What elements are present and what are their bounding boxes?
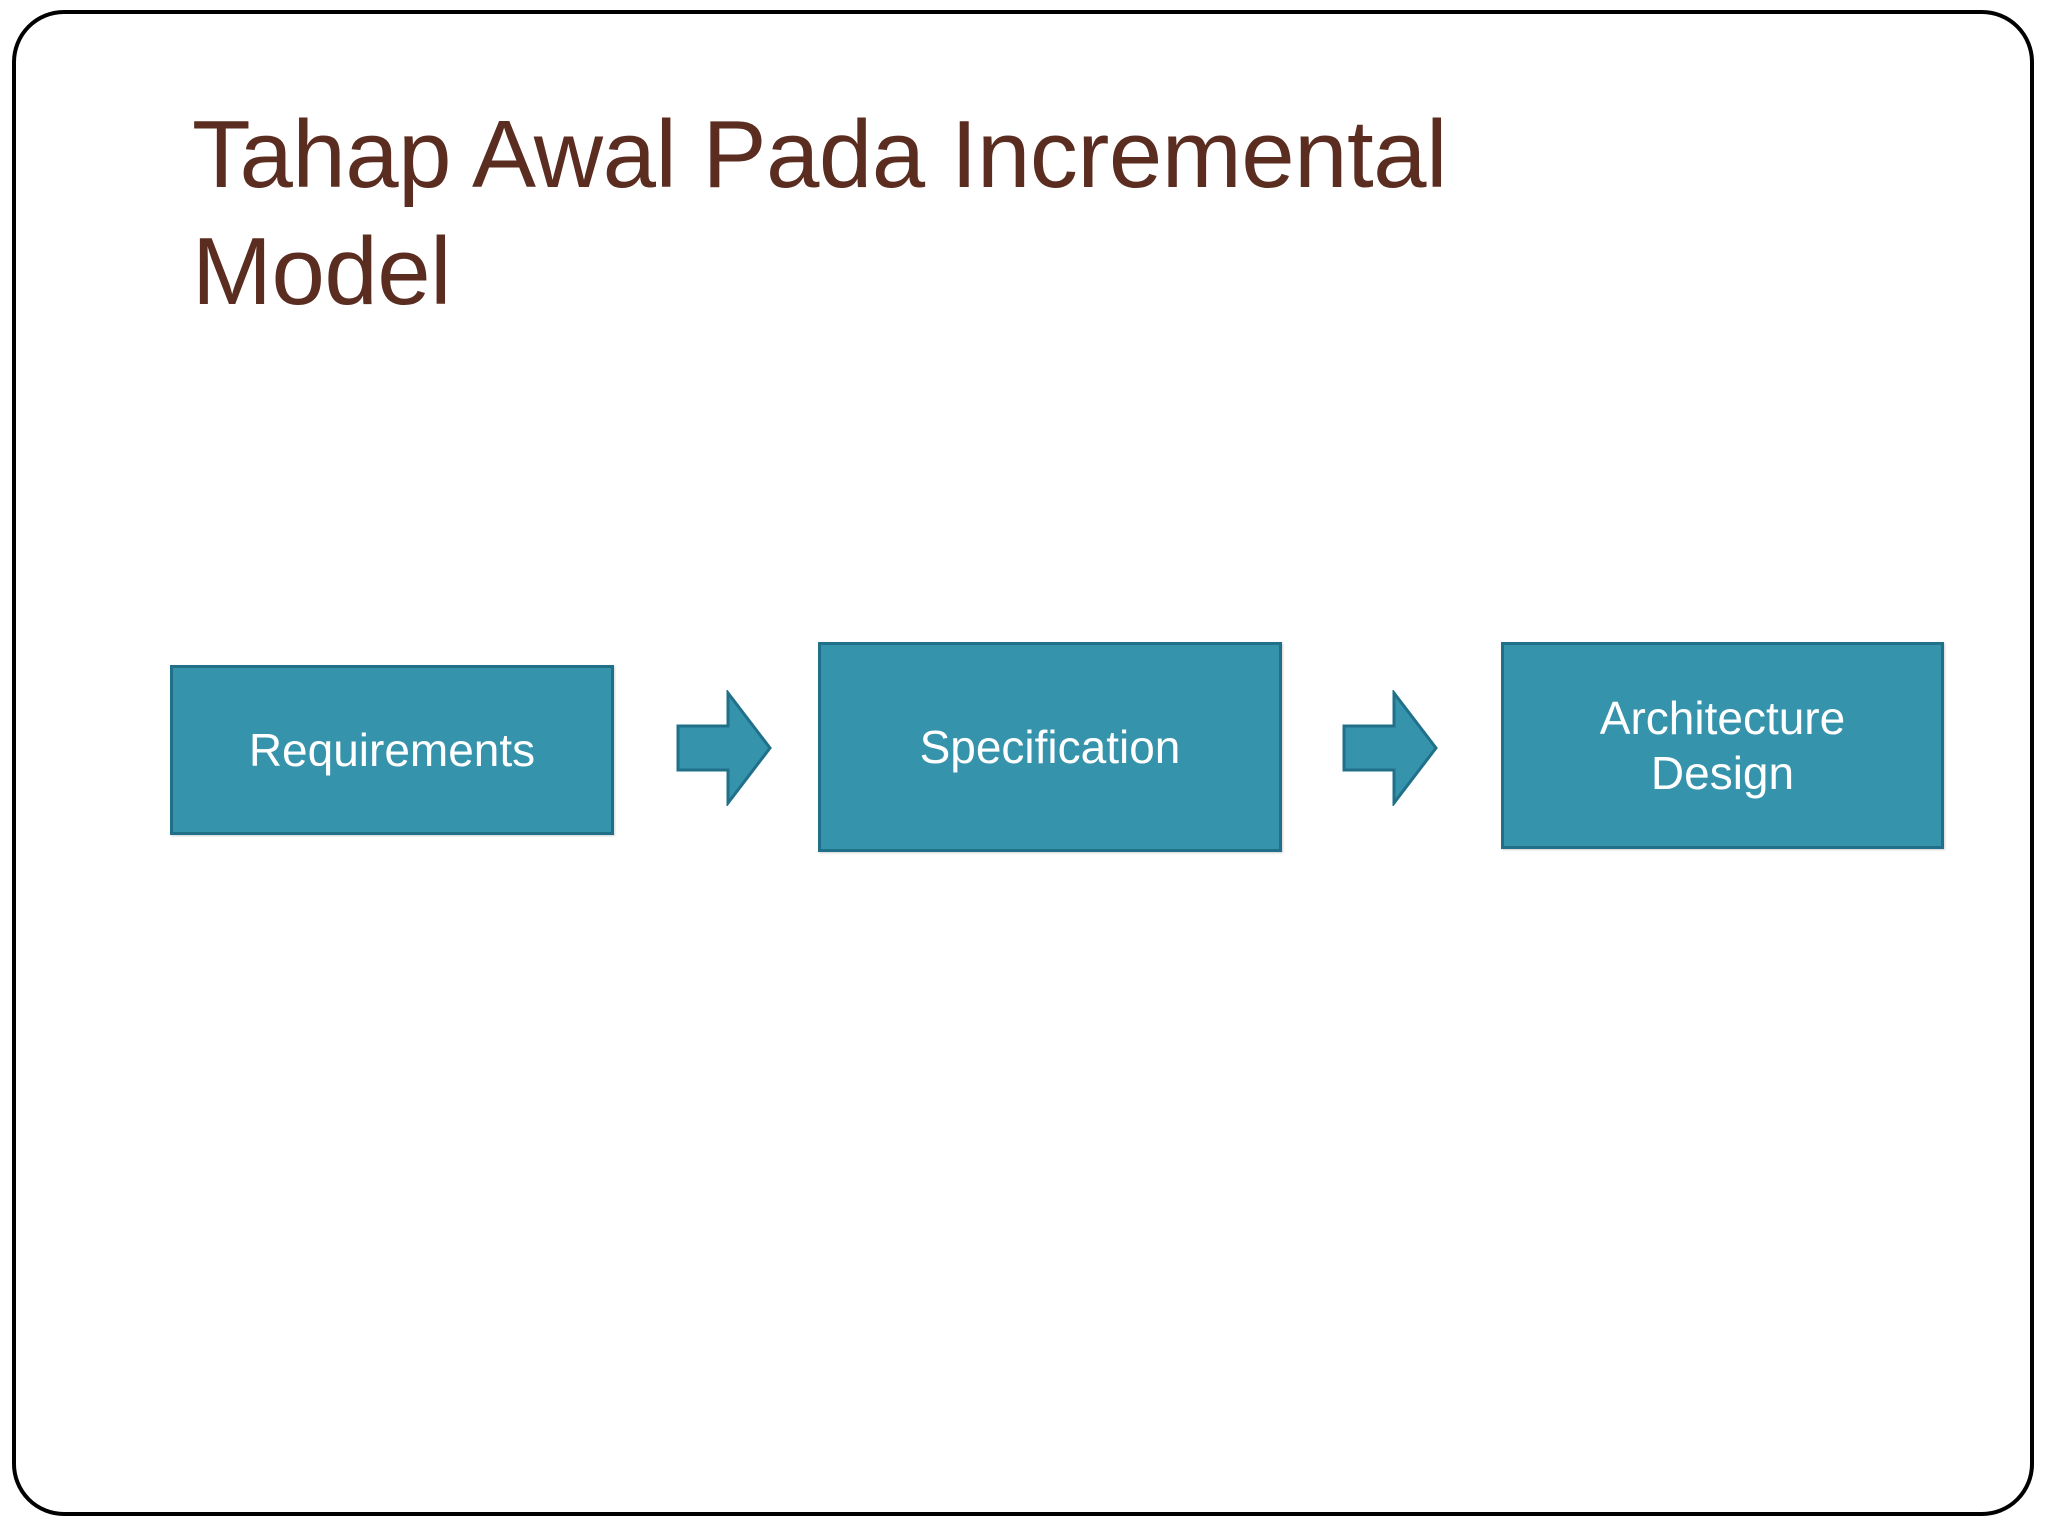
slide-frame: Tahap Awal Pada Incremental Model Requir… [12,10,2034,1516]
flow-node-requirements[interactable]: Requirements [170,665,614,835]
flow-arrow-right-icon [676,690,772,806]
flow-node-architecture-design[interactable]: Architecture Design [1501,642,1944,849]
incremental-model-flow-diagram: Requirements Specification Architecture … [16,14,2030,1512]
flow-node-specification[interactable]: Specification [818,642,1282,852]
flow-arrow-right-icon-2 [1342,690,1438,806]
page-title: Tahap Awal Pada Incremental Model [192,101,1447,326]
